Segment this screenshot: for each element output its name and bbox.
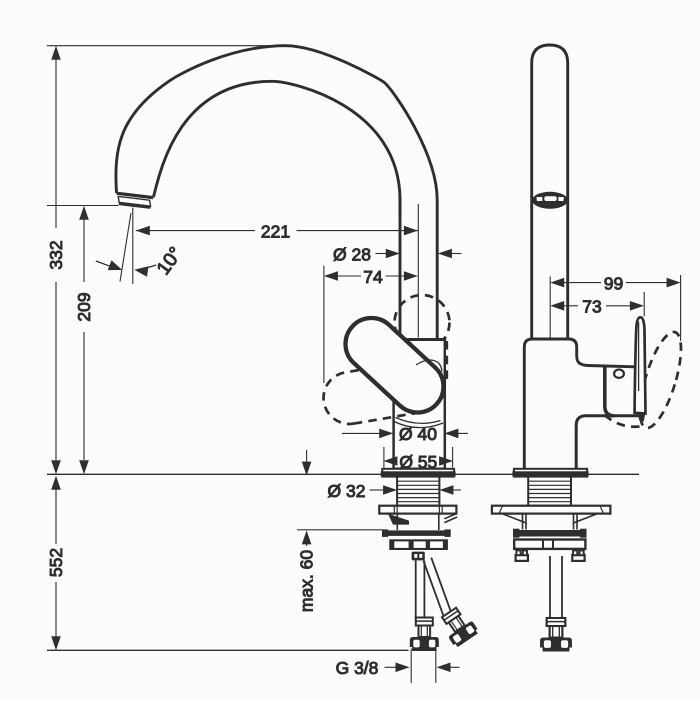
svg-text:Ø 55: Ø 55 [399, 452, 437, 472]
svg-text:74: 74 [363, 267, 383, 287]
svg-text:Ø 40: Ø 40 [399, 424, 437, 444]
svg-text:99: 99 [604, 273, 623, 293]
svg-text:73: 73 [582, 297, 601, 317]
svg-text:221: 221 [261, 221, 290, 241]
svg-text:Ø 32: Ø 32 [328, 481, 366, 501]
svg-text:209: 209 [74, 292, 94, 321]
svg-text:10°: 10° [153, 243, 187, 279]
svg-text:552: 552 [46, 548, 66, 577]
svg-text:332: 332 [46, 240, 66, 269]
svg-text:Ø 28: Ø 28 [333, 244, 371, 264]
svg-text:max. 60: max. 60 [297, 550, 317, 613]
svg-text:G 3/8: G 3/8 [336, 658, 379, 678]
